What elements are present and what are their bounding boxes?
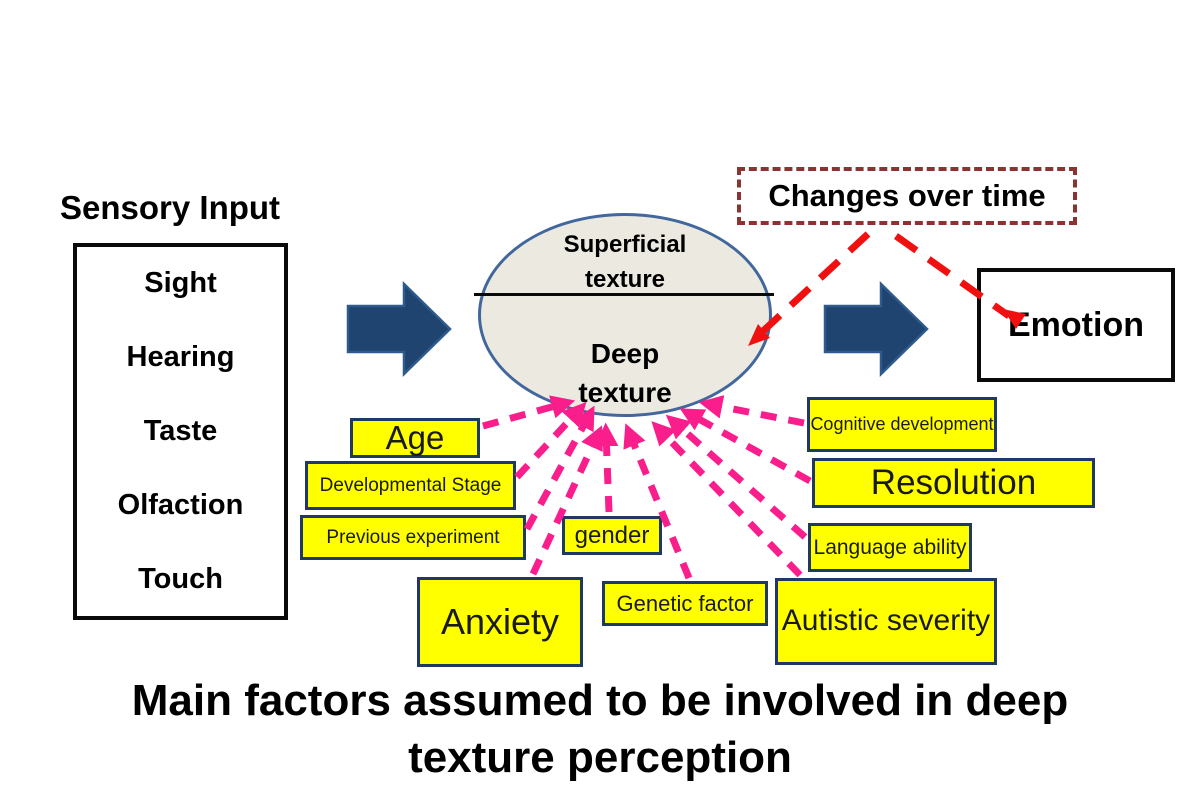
changes-to-deep-texture-arrow (759, 231, 871, 335)
sensory-input-box: Sight Hearing Taste Olfaction Touch (73, 243, 288, 620)
factor-box-age: Age (350, 418, 480, 458)
changes-over-time-label: Changes over time (768, 178, 1046, 213)
arrow-language-ability (665, 414, 808, 540)
superficial-texture-label: Superficial texture (563, 231, 687, 293)
factor-box-genetic-factor: Genetic factor (602, 581, 768, 626)
factor-box-cognitive-development: Cognitive development (807, 397, 997, 452)
changes-over-time-box: Changes over time (737, 167, 1077, 225)
factor-box-anxiety: Anxiety (417, 577, 583, 667)
arrow-genetic-factor (623, 423, 693, 580)
factor-box-previous-experiment: Previous experiment (300, 515, 526, 560)
flow-arrow-left-icon (346, 281, 452, 377)
flow-arrow-right-icon (823, 281, 929, 377)
texture-ellipse: Superficial texture Deep texture (478, 213, 772, 417)
factor-box-language-ability: Language ability (808, 523, 972, 572)
sensory-item-taste: Taste (143, 414, 218, 447)
arrow-autistic-severity (651, 421, 803, 578)
sensory-input-title: Sensory Input (60, 189, 281, 226)
sensory-item-touch: Touch (138, 562, 223, 595)
deep-texture-label: Deep texture (578, 338, 672, 409)
sensory-item-olfaction: Olfaction (117, 488, 244, 521)
factor-box-autistic-severity: Autistic severity (775, 578, 997, 665)
texture-divider-line (474, 293, 774, 296)
caption-line-2: texture perception (408, 733, 792, 783)
factor-box-resolution: Resolution (812, 458, 1095, 508)
arrow-cognitive-development (698, 395, 805, 427)
arrow-developmental-stage (514, 402, 587, 480)
arrow-previous-experiment (523, 405, 595, 531)
sensory-item-hearing: Hearing (126, 341, 235, 374)
caption-line-1: Main factors assumed to be involved in d… (131, 676, 1069, 725)
factor-box-gender: gender (562, 516, 662, 555)
emotion-label: Emotion (1008, 305, 1144, 344)
emotion-box: Emotion (977, 268, 1175, 382)
arrow-resolution (679, 408, 812, 485)
factor-box-developmental-stage: Developmental Stage (305, 461, 516, 510)
diagram-caption: Main factors assumed to be involved in d… (0, 672, 1200, 786)
arrow-gender (594, 422, 619, 513)
sensory-item-sight: Sight (144, 267, 217, 300)
